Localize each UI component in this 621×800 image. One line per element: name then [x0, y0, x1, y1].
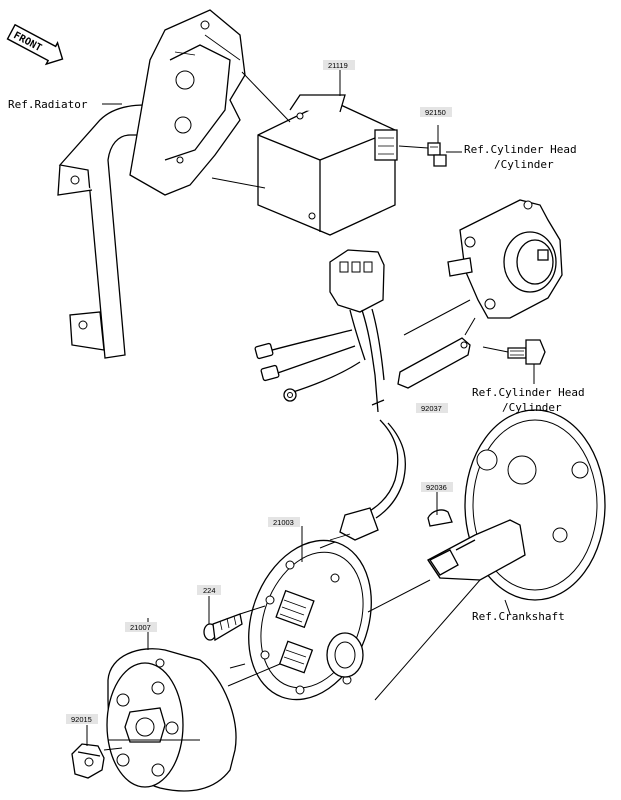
front-direction-arrow: FRONT: [6, 23, 64, 66]
ref-cylinder-head-bottom-line1: Ref.Cylinder Head: [472, 386, 585, 399]
ref-radiator-label: Ref.Radiator: [8, 98, 88, 111]
cdi-unit: [257, 94, 398, 236]
part-tag-92037: 92037: [416, 403, 448, 413]
pickup-housing: [447, 199, 563, 319]
flywheel-rotor: [106, 648, 237, 792]
ref-cylinder-head-top-line1: Ref.Cylinder Head: [464, 143, 577, 156]
part-number-label: 21007: [130, 623, 151, 632]
part-number-label: 92150: [425, 108, 446, 117]
part-tag-21003: 21003: [268, 517, 300, 527]
part-number-label: 92036: [426, 483, 447, 492]
ref-cylinder-head-top-line2: /Cylinder: [494, 158, 554, 171]
bolt-cylinder-lower: [507, 339, 546, 365]
part-number-label: 92015: [71, 715, 92, 724]
stator-coil-assembly: [248, 539, 372, 701]
part-number-label: 21003: [273, 518, 294, 527]
part-number-label: 224: [203, 586, 216, 595]
bolt-92150: [427, 142, 447, 167]
part-tag-92150: 92150: [420, 107, 452, 117]
ref-crankshaft-label: Ref.Crankshaft: [472, 610, 565, 623]
part-number-label: 21119: [328, 61, 348, 70]
nut-92015: [71, 743, 105, 779]
part-tag-21119: 21119: [323, 60, 355, 70]
woodruff-key: [427, 509, 453, 527]
part-tag-92015: 92015: [66, 714, 98, 724]
part-tag-92036: 92036: [421, 482, 453, 492]
stator-wire-plate: [397, 337, 471, 389]
crankshaft: [427, 409, 606, 601]
part-tag-21007: 21007: [125, 622, 157, 632]
ref-cylinder-head-bottom-line2: /Cylinder: [502, 401, 562, 414]
part-number-label: 92037: [421, 404, 442, 413]
screw-224: [203, 613, 243, 642]
part-tag-224: 224: [197, 585, 221, 595]
wire-harness: [254, 249, 406, 541]
frame-bracket: [57, 9, 246, 359]
